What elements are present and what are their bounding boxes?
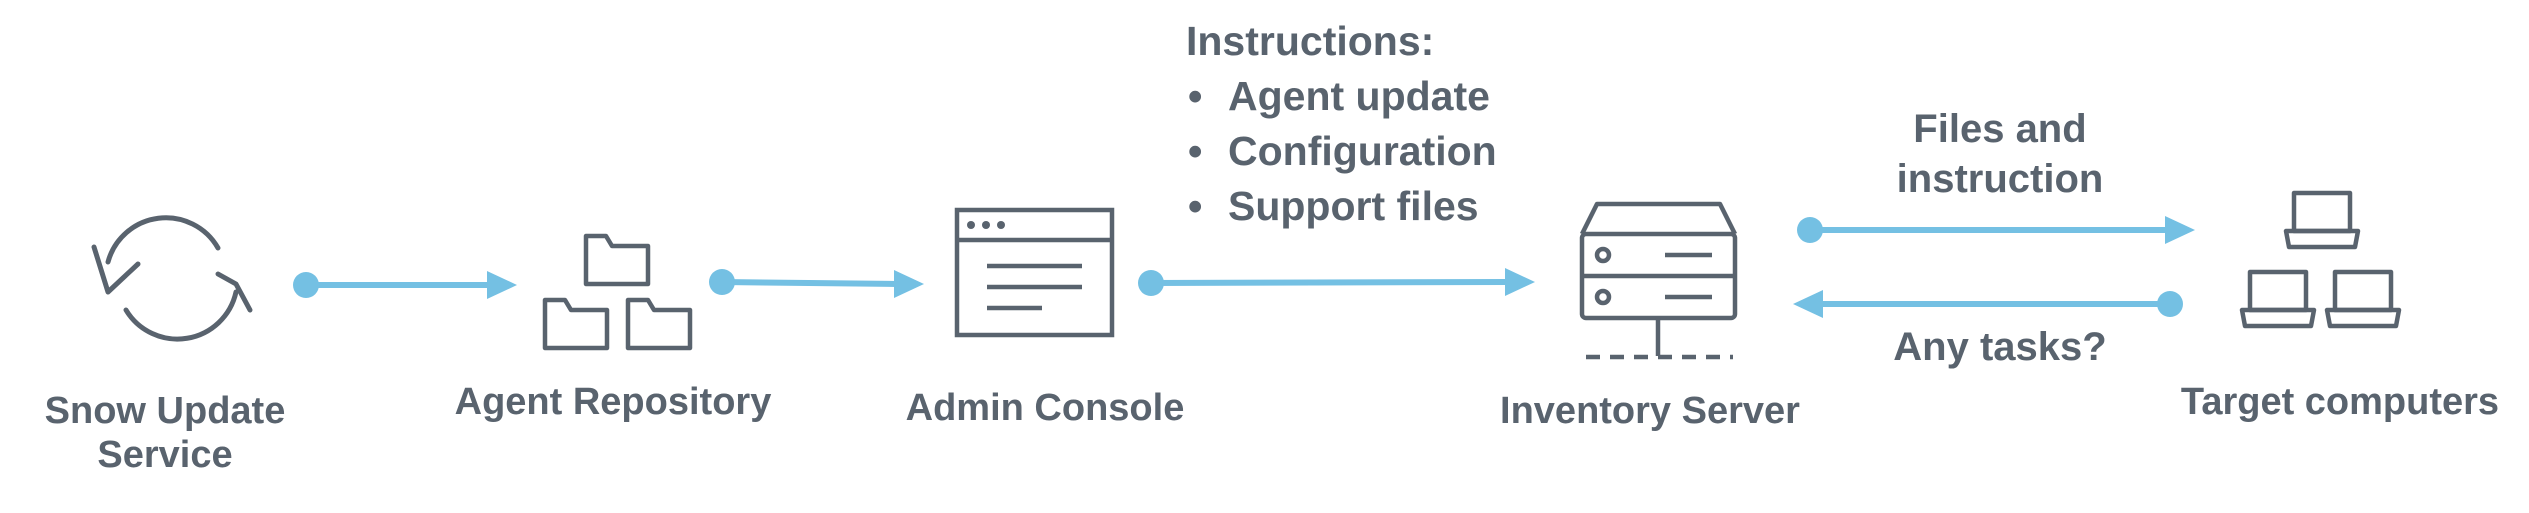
bullet-icon: • — [1188, 73, 1203, 119]
snow-update-service-label-line1: Snow Update — [44, 390, 286, 432]
instructions-block: Instructions: • Agent update • Configura… — [1186, 14, 1497, 234]
files-and-instruction-label: Files and instruction — [1830, 104, 2170, 204]
folders-icon — [542, 233, 693, 351]
any-tasks-label: Any tasks? — [1893, 325, 2107, 369]
inventory-server-label: Inventory Server — [1500, 390, 1800, 432]
laptops-icon — [2239, 190, 2402, 329]
refresh-cycle-icon — [91, 215, 253, 342]
arrow-server-to-targets — [1797, 216, 2195, 244]
arrow-repository-to-console — [709, 269, 924, 298]
snow-update-service-label-line2: Service — [97, 434, 233, 476]
instructions-title: Instructions: — [1186, 18, 1435, 64]
agent-repository-label: Agent Repository — [454, 381, 772, 423]
instructions-item: • Agent update — [1186, 69, 1497, 124]
browser-window-icon — [954, 207, 1115, 338]
files-label-line2: instruction — [1896, 157, 2104, 201]
target-computers-label: Target computers — [2180, 381, 2500, 423]
instructions-item: • Support files — [1186, 179, 1497, 234]
instructions-item-label: Agent update — [1228, 73, 1490, 119]
instructions-item-label: Support files — [1228, 183, 1479, 229]
bullet-icon: • — [1188, 128, 1203, 174]
arrow-targets-to-server — [1793, 290, 2183, 318]
admin-console-label: Admin Console — [905, 387, 1185, 429]
bullet-icon: • — [1188, 183, 1203, 229]
instructions-item: • Configuration — [1186, 124, 1497, 179]
snow-update-service-label: Snow Update Service — [0, 389, 330, 477]
server-icon — [1579, 201, 1738, 360]
files-label-line1: Files and — [1913, 107, 2087, 151]
instructions-item-label: Configuration — [1228, 128, 1497, 174]
arrow-console-to-server — [1138, 268, 1535, 296]
arrow-snow-to-repository — [293, 271, 517, 299]
